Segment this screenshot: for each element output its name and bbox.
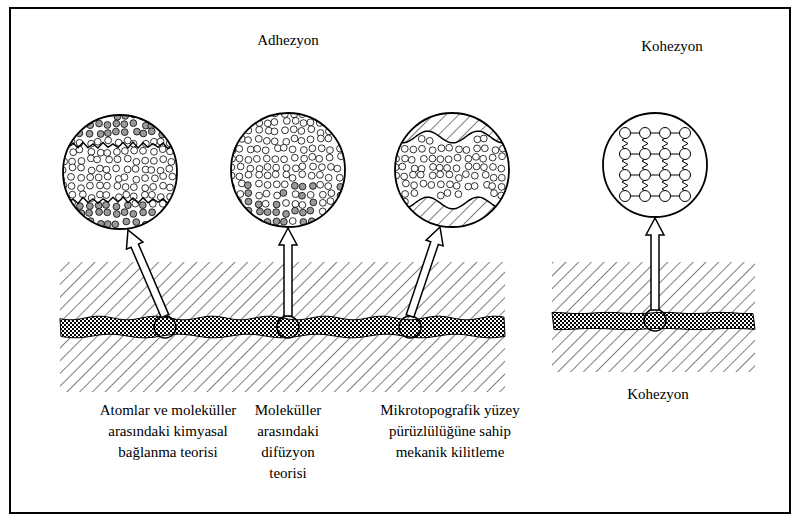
cohesion-zoom bbox=[620, 128, 691, 202]
magnify-arrow bbox=[126, 230, 168, 318]
section-title: Adhezyon bbox=[228, 30, 348, 51]
focus-ring bbox=[154, 316, 176, 338]
upper-substrate bbox=[60, 262, 505, 320]
caption: Atomlar ve moleküller arasındaki kimyasa… bbox=[98, 400, 238, 463]
magnifier-circle bbox=[231, 113, 345, 227]
focus-ring bbox=[644, 309, 666, 331]
caption: Mikrotopografik yüzey pürüzlülüğüne sahi… bbox=[378, 400, 523, 463]
magnifier-circle bbox=[603, 113, 707, 217]
magnify-arrow bbox=[279, 228, 297, 316]
focus-ring bbox=[399, 316, 421, 338]
adhesive-layer bbox=[552, 312, 755, 329]
lower-substrate bbox=[552, 328, 755, 372]
magnify-arrow bbox=[646, 218, 664, 310]
magnifier-circle bbox=[395, 113, 509, 227]
caption: Moleküller arasındaki difüzyon teorisi bbox=[244, 400, 332, 484]
interlocking-zoom bbox=[390, 100, 515, 240]
section-title: Kohezyon bbox=[612, 36, 732, 57]
section-label: Kohezyon bbox=[598, 384, 718, 405]
magnify-arrow bbox=[406, 227, 443, 317]
magnifier-circle bbox=[63, 115, 177, 229]
adhesive-layer bbox=[60, 316, 505, 338]
frame bbox=[10, 8, 790, 513]
lower-substrate bbox=[60, 334, 505, 392]
focus-ring bbox=[277, 316, 299, 338]
chemical-bond-zoom bbox=[58, 110, 176, 229]
